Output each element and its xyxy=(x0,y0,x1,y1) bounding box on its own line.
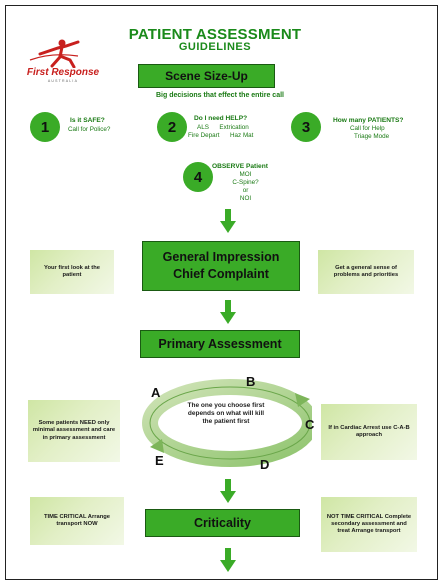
down-arrow-icon xyxy=(220,479,236,503)
step-2-line-1: ALS Extrication xyxy=(197,124,249,131)
criticality-right-note: NOT TIME CRITICAL Complete secondary ass… xyxy=(321,497,417,552)
down-arrow-icon xyxy=(220,300,236,324)
general-right-note: Get a general sense of problems and prio… xyxy=(318,250,414,294)
general-impression-line-1: General Impression xyxy=(162,250,280,265)
scene-caption: Big decisions that effect the entire cal… xyxy=(156,92,284,99)
general-impression-box: General Impression Chief Complaint xyxy=(142,241,300,291)
step-2-title: Do I need HELP? xyxy=(194,115,248,122)
general-left-note: Your first look at the patient xyxy=(30,250,114,294)
logo: First Response AUSTRALIA xyxy=(22,38,104,83)
criticality-left-note: TIME CRITICAL Arrange transport NOW xyxy=(30,497,124,545)
step-3-title: How many PATIENTS? xyxy=(333,117,404,124)
step-3-circle: 3 xyxy=(291,112,321,142)
step-1-circle: 1 xyxy=(30,112,60,142)
step-3-line-1: Call for Help xyxy=(350,125,385,132)
cycle-left-note: Some patients NEED only minimal assessme… xyxy=(28,400,120,462)
step-1-line-1: Call for Police? xyxy=(68,126,111,133)
page-frame xyxy=(5,5,438,580)
step-4-line-4: NOI xyxy=(239,195,252,202)
runner-logo-icon xyxy=(29,39,80,69)
page-subtitle: GUIDELINES xyxy=(178,41,252,53)
step-4-line-2: C-Spine? xyxy=(232,179,259,186)
cycle-letter-c: C xyxy=(305,417,315,432)
primary-assessment-box: Primary Assessment xyxy=(140,330,300,358)
step-3-line-2: Triage Mode xyxy=(354,133,390,140)
step-4-circle: 4 xyxy=(183,162,213,192)
cycle-center-text: The one you choose first depends on what… xyxy=(187,402,265,426)
cycle-ring-icon xyxy=(142,379,312,467)
criticality-box: Criticality xyxy=(145,509,300,537)
general-impression-line-2: Chief Complaint xyxy=(173,267,269,281)
step-4-line-3: or xyxy=(242,187,249,194)
cycle-right-note: If in Cardiac Arrest use C-A-B approach xyxy=(321,404,417,460)
step-2-line-2: Fire Depart Haz Mat xyxy=(188,132,254,139)
step-4-title: OBSERVE Patient xyxy=(212,163,268,170)
logo-subtitle: AUSTRALIA xyxy=(47,79,79,83)
cycle-letter-b: B xyxy=(246,374,256,389)
logo-name: First Response xyxy=(26,67,100,78)
step-2-circle: 2 xyxy=(157,112,187,142)
cycle-letter-e: E xyxy=(155,453,164,468)
scene-size-up-box: Scene Size-Up xyxy=(138,64,275,88)
step-1-title: Is it SAFE? xyxy=(70,117,105,124)
step-4-line-1: MOI xyxy=(239,171,252,178)
page-title: PATIENT ASSESSMENT xyxy=(128,26,302,43)
cycle-letter-a: A xyxy=(151,385,161,400)
down-arrow-icon xyxy=(220,209,236,233)
down-arrow-icon xyxy=(220,548,236,572)
cycle-letter-d: D xyxy=(260,457,270,472)
